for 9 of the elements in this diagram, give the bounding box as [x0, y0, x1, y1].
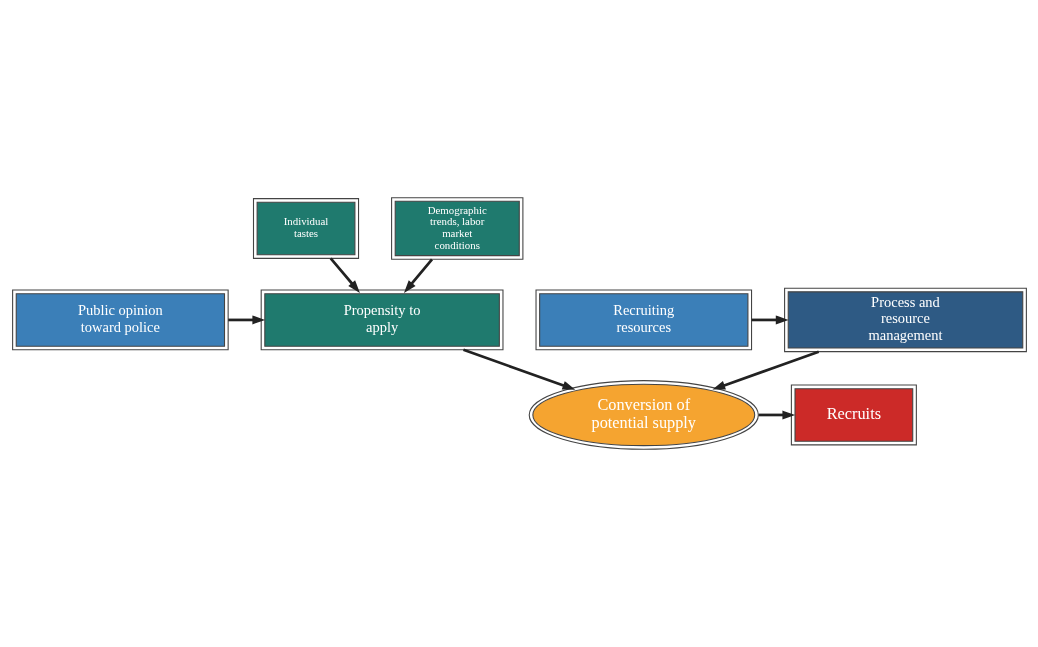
- node-box: Process and resource management: [783, 287, 1027, 353]
- arrow: [329, 257, 360, 293]
- node-box: Public opinion toward police: [11, 289, 229, 351]
- arrow: [758, 410, 795, 420]
- arrow: [403, 258, 433, 293]
- arrow: [227, 315, 265, 325]
- arrow: [462, 348, 575, 390]
- arrow: [711, 350, 819, 390]
- arrow: [751, 315, 788, 325]
